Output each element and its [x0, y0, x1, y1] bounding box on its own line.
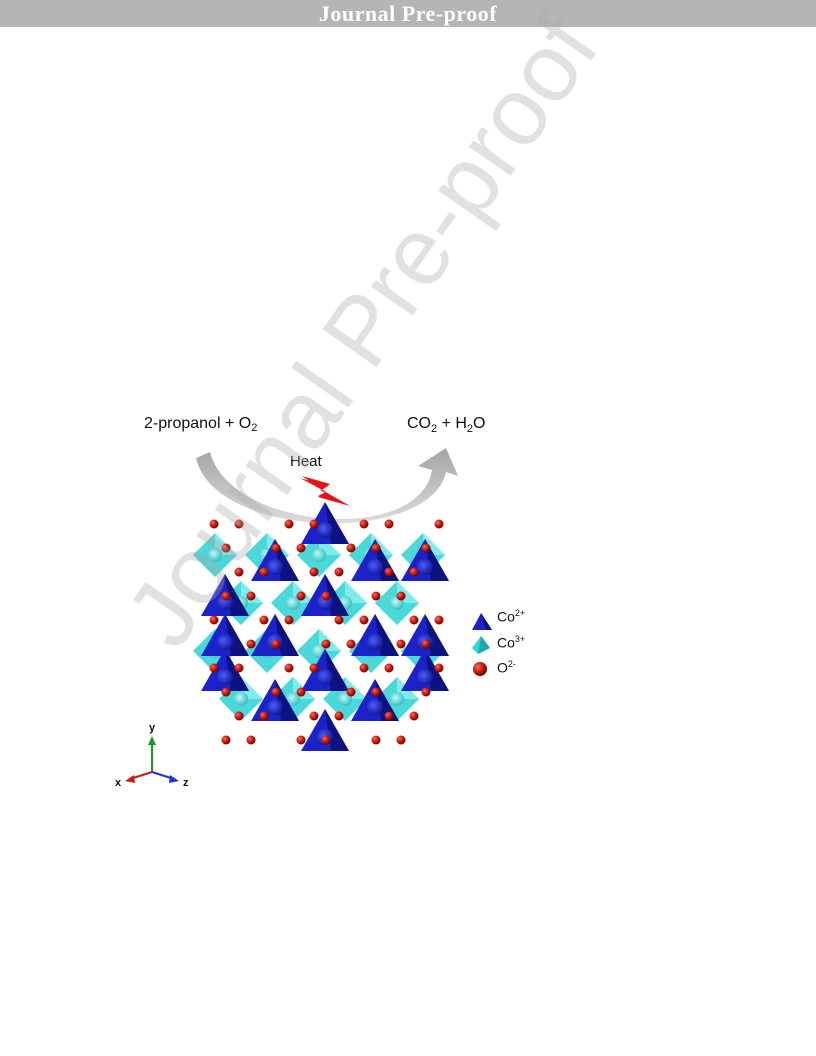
reactants-label: 2-propanol + O2: [144, 415, 258, 434]
legend-o-label: O2-: [497, 659, 516, 676]
axis-x-label: x: [115, 777, 122, 789]
journal-preproof-banner: Journal Pre-proof: [0, 0, 816, 27]
legend-co2-tetrahedron-icon: [472, 613, 492, 630]
heat-label: Heat: [290, 453, 322, 470]
banner-title: Journal Pre-proof: [318, 1, 498, 26]
lightning-bolt-icon: [300, 476, 350, 506]
axis-y-label: y: [149, 722, 156, 734]
legend-co2-label: Co2+: [497, 608, 526, 625]
legend-o-sphere-icon: [473, 662, 487, 676]
axis-triad-icon: [125, 736, 179, 783]
products-label: CO2 + H2O: [407, 415, 486, 435]
axis-z-label: z: [183, 777, 189, 789]
legend-co3-octahedron-icon: [472, 636, 490, 654]
curved-arrow-icon: [196, 448, 458, 524]
legend-co3-label: Co3+: [497, 634, 526, 651]
crystal-structure-image: [193, 502, 449, 751]
